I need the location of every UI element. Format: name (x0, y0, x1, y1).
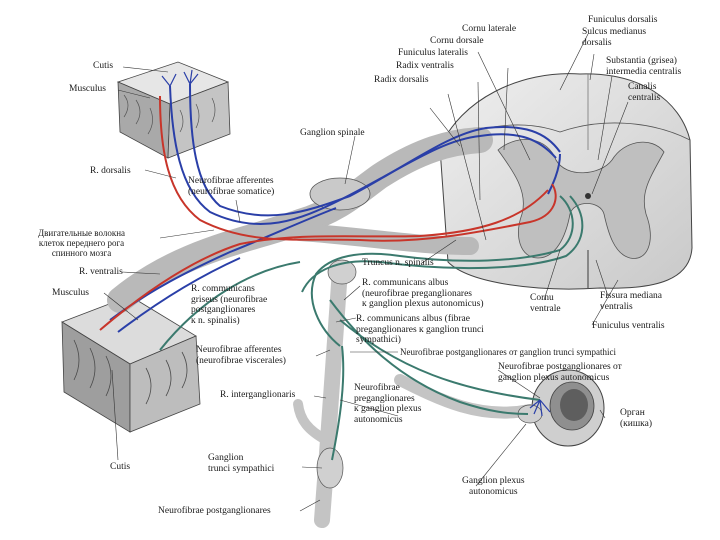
label-neurofibrae-postganglionares: Neurofibrae postganglionares (158, 506, 271, 516)
tissue-block-top (116, 61, 231, 159)
label-griseus-line4: к n. spinalis) (191, 315, 240, 326)
label-ganglion-trunci-sympathici: Ganglion trunci sympathici (208, 453, 274, 474)
leader-lines (103, 33, 629, 512)
label-albus2-line3: sympathici) (356, 335, 401, 345)
label-substantia-line2: intermedia centralis (606, 66, 682, 77)
label-neurofibrae-afferentes-somatice: Neurofibrae afferentes (neurofibrae soma… (188, 176, 274, 197)
label-fissura-line1: Fissura mediana (600, 291, 663, 301)
label-musculus-bottom: Musculus (52, 288, 89, 298)
label-substantia-line1: Substantia (grisea) (606, 56, 677, 66)
label-cornu-laterale: Cornu laterale (462, 24, 517, 34)
label-gts-line1: Ganglion (208, 453, 244, 463)
label-canalis-line1: Canalis (628, 82, 657, 92)
label-neurofibrae-afferentes-viscerales: Neurofibrae afferentes (neurofibrae visc… (196, 345, 286, 366)
label-neurofibrae-preganglionares-plexus: Neurofibrae preganglionares к ganglion p… (354, 383, 421, 425)
label-ganglion-plexus-autonomicus: Ganglion plexus autonomicus (462, 476, 525, 497)
label-cornu-dorsale: Cornu dorsale (430, 36, 484, 46)
autonomic-fibers (159, 195, 584, 461)
label-organ: Орган (кишка) (620, 408, 652, 429)
label-organ-line1: Орган (620, 408, 645, 418)
label-r-dorsalis: R. dorsalis (90, 166, 131, 176)
label-sulcus-line2: dorsalis (582, 37, 612, 48)
label-motor-fibers-line3: спинного мозга (51, 248, 112, 258)
label-truncus-n-spinalis: Truncus n. spinalis (362, 258, 434, 268)
ganglion-spinale-body (309, 177, 371, 211)
label-npp-line2: ganglion plexus autonomicus (498, 372, 610, 383)
label-albus1-line2: (neurofibrae preganglionares (362, 288, 472, 299)
label-albus1-line1: R. communicans albus (362, 278, 449, 288)
label-cutis-bottom: Cutis (110, 462, 131, 472)
label-cornu-ventrale-line2: ventrale (530, 303, 561, 314)
organ-intestine (394, 369, 605, 447)
label-motor-fibers-line2: клеток переднего рога (38, 238, 125, 248)
label-naf-somatic-line1: Neurofibrae afferentes (188, 176, 274, 186)
receptor-endings-organ (529, 399, 551, 417)
tissue-block-bottom (61, 295, 201, 433)
label-sulcus-medianus-dorsalis: Sulcus medianus dorsalis (582, 27, 646, 48)
label-canalis-line2: centralis (628, 92, 661, 103)
label-albus1-line3: к ganglion plexus autonomicus) (362, 299, 484, 309)
label-griseus-line1: R. communicans (191, 284, 255, 294)
label-ganglion-spinale: Ganglion spinale (300, 128, 365, 138)
label-r-ventralis: R. ventralis (79, 267, 123, 277)
motor-fibers (99, 95, 557, 331)
label-funiculus-dorsalis: Funiculus dorsalis (588, 15, 658, 25)
label-albus2-line2: preganglionares к ganglion trunci (356, 324, 484, 335)
label-r-communicans-albus-2: R. communicans albus (fibrae preganglion… (356, 314, 484, 346)
label-gts-line2: trunci sympathici (208, 463, 275, 474)
sympathetic-trunk (293, 259, 357, 528)
central-canal (585, 193, 591, 199)
label-cutis-top: Cutis (93, 61, 114, 71)
receptor-endings-top (161, 69, 199, 87)
label-npg-line1: Neurofibrae (354, 383, 400, 393)
label-fissura-line2: ventralis (600, 301, 633, 312)
label-radix-ventralis: Radix ventralis (396, 61, 454, 71)
label-neurofibrae-postganglionares-trunci: Neurofibrae postganglionares от ganglion… (400, 347, 617, 357)
label-gpa-line2: autonomicus (468, 486, 518, 497)
label-canalis-centralis: Canalis centralis (628, 82, 660, 103)
label-npg-line2: preganglionares (354, 393, 415, 404)
label-gpa-line1: Ganglion plexus (462, 476, 525, 486)
label-npg-line3: к ganglion plexus (354, 404, 422, 414)
label-r-communicans-griseus: R. communicans griseus (neurofibrae post… (191, 284, 267, 326)
label-motor-fibers: Двигательные волокна клеток переднего ро… (38, 228, 125, 258)
label-naf-visceral-line2: (neurofibrae viscerales) (196, 355, 286, 366)
label-naf-somatic-line2: (neurofibrae somatice) (188, 186, 275, 197)
label-cornu-ventrale: Cornu ventrale (530, 293, 561, 314)
label-musculus-top: Musculus (69, 84, 106, 94)
label-motor-fibers-line1: Двигательные волокна (38, 228, 126, 238)
label-griseus-line2: griseus (neurofibrae (191, 294, 268, 305)
label-fissura-mediana: Fissura mediana ventralis (600, 291, 662, 312)
label-neurofibrae-postganglionares-plexus: Neurofibrae postganglionares от ganglion… (498, 362, 622, 383)
label-npp-line1: Neurofibrae postganglionares от (498, 362, 622, 372)
label-r-interganglionaris: R. interganglionaris (220, 390, 296, 400)
label-albus2-line1: R. communicans albus (fibrae (356, 314, 470, 324)
label-r-communicans-albus-1: R. communicans albus (neurofibrae pregan… (362, 278, 484, 310)
label-griseus-line3: postganglionares (191, 305, 256, 315)
label-npg-line4: autonomicus (354, 414, 403, 425)
label-cornu-ventrale-line1: Cornu (530, 293, 554, 303)
label-substantia-intermedia: Substantia (grisea) intermedia centralis (606, 56, 681, 77)
label-naf-visceral-line1: Neurofibrae afferentes (196, 345, 282, 355)
label-funiculus-lateralis: Funiculus lateralis (398, 48, 468, 58)
label-radix-dorsalis: Radix dorsalis (374, 75, 429, 85)
label-sulcus-line1: Sulcus medianus (582, 27, 647, 37)
label-organ-line2: (кишка) (620, 418, 653, 429)
label-funiculus-ventralis: Funiculus ventralis (592, 321, 665, 331)
